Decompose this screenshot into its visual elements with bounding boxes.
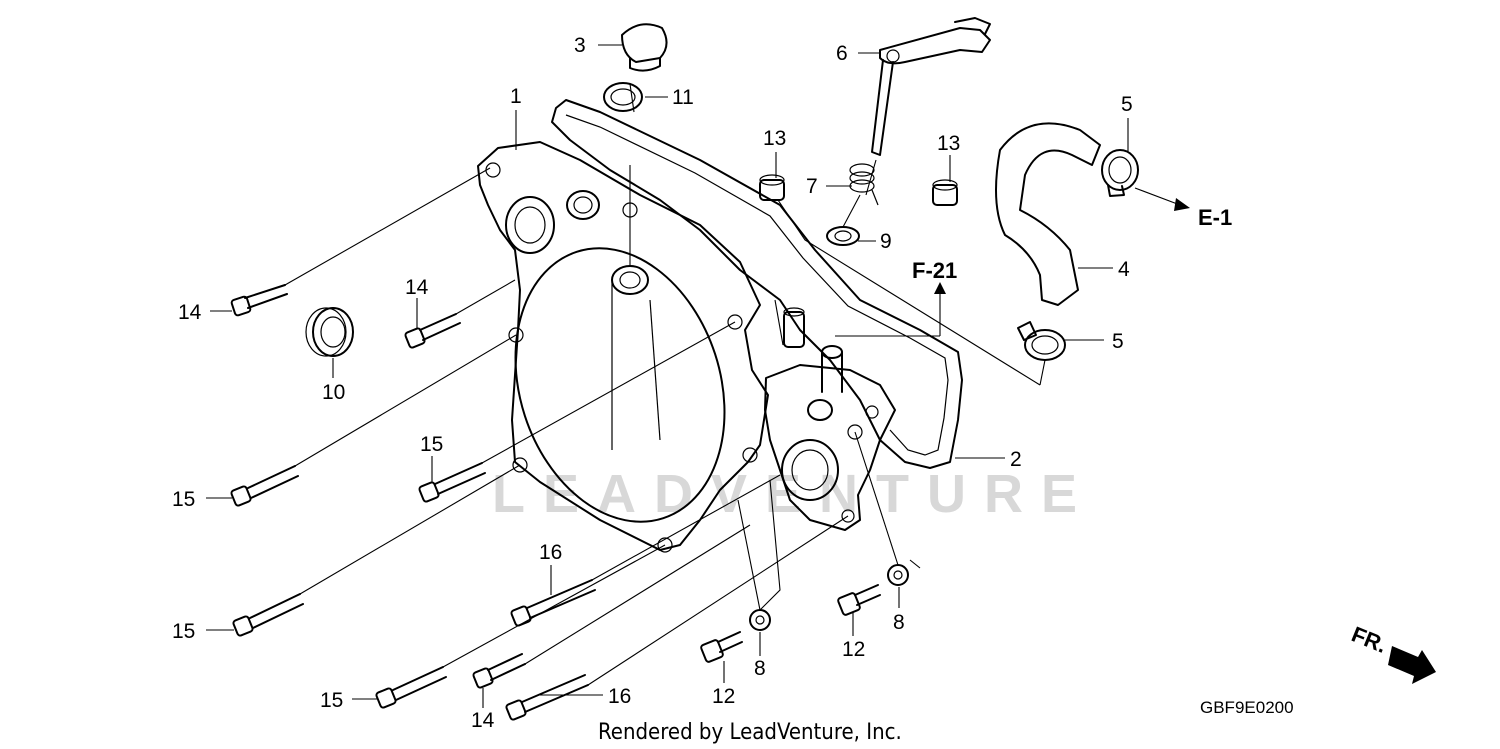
ref-label-f21: F-21 (912, 258, 957, 283)
callout-6: 6 (836, 42, 848, 65)
oil-cap-part-3 (621, 23, 668, 72)
callout-13-b: 13 (937, 132, 960, 155)
callout-14-a: 14 (178, 301, 202, 324)
ref-arrow-f21 (934, 282, 946, 300)
callout-10: 10 (322, 381, 345, 404)
water-hose-part-4 (995, 122, 1101, 306)
credit-text: Rendered by LeadVenture, Inc. (598, 720, 902, 745)
callout-15-b: 15 (420, 433, 443, 456)
callout-12-b: 12 (842, 638, 865, 661)
bolt-part-15-a (230, 465, 299, 507)
callout-13-a: 13 (763, 127, 786, 150)
front-direction-arrow: FR. (1348, 621, 1436, 684)
assembly-lines (284, 83, 1046, 686)
dowel-pin-part-13-b (932, 179, 958, 206)
callout-14-b: 14 (405, 276, 429, 299)
hose-clamp-part-5-a (1101, 149, 1139, 197)
bolt-part-16-a (510, 579, 596, 627)
callout-15-d: 15 (320, 689, 343, 712)
callout-16-a: 16 (539, 541, 562, 564)
callout-labels: 3 11 1 6 7 9 13 13 5 4 5 2 14 14 10 15 1… (172, 34, 1133, 732)
callout-8-b: 8 (893, 611, 905, 634)
washer-part-8-b (887, 564, 909, 586)
washer-part-8-a (749, 609, 771, 631)
callout-15-a: 15 (172, 488, 195, 511)
callout-11: 11 (672, 86, 694, 109)
bolt-part-14-a (230, 284, 288, 317)
callout-2: 2 (1010, 448, 1022, 471)
spring-part-7 (849, 163, 879, 206)
callout-9: 9 (880, 230, 892, 253)
callout-15-c: 15 (172, 620, 195, 643)
callout-12-a: 12 (712, 685, 735, 708)
seal-part-9 (826, 226, 860, 246)
bolt-part-12-b (837, 584, 881, 616)
bolt-part-15-b (418, 462, 486, 503)
crankcase-cover-part-1 (477, 141, 769, 553)
bolt-part-12-a (700, 631, 743, 663)
bolt-part-14-c (472, 653, 526, 689)
callout-14-c: 14 (471, 709, 495, 732)
callout-7: 7 (806, 175, 818, 198)
o-ring-part-11 (603, 82, 643, 112)
hose-clamp-part-5-b (1017, 321, 1066, 361)
ref-label-e1: E-1 (1198, 205, 1232, 230)
diagram-code: GBF9E0200 (1200, 698, 1294, 717)
callout-1: 1 (510, 85, 522, 108)
callout-5-b: 5 (1112, 330, 1124, 353)
front-direction-label: FR. (1348, 621, 1390, 657)
ref-arrow-e1 (1134, 187, 1190, 211)
callout-8-a: 8 (754, 657, 766, 680)
water-pump-housing (764, 345, 896, 531)
callout-16-b: 16 (608, 685, 631, 708)
bolt-part-15-d (375, 666, 447, 709)
callout-leaders (206, 44, 1129, 708)
dowel-pin-part-13-a (759, 174, 785, 201)
bolt-part-16-b (505, 674, 589, 721)
dowel-on-cover (783, 307, 805, 348)
oil-seal-part-10 (305, 307, 354, 357)
bolt-part-14-b (404, 313, 461, 349)
callout-5-a: 5 (1121, 93, 1133, 116)
arm-part-6 (871, 17, 991, 156)
callout-3: 3 (574, 34, 586, 57)
bolt-part-15-c (232, 593, 304, 637)
callout-4: 4 (1118, 258, 1130, 281)
